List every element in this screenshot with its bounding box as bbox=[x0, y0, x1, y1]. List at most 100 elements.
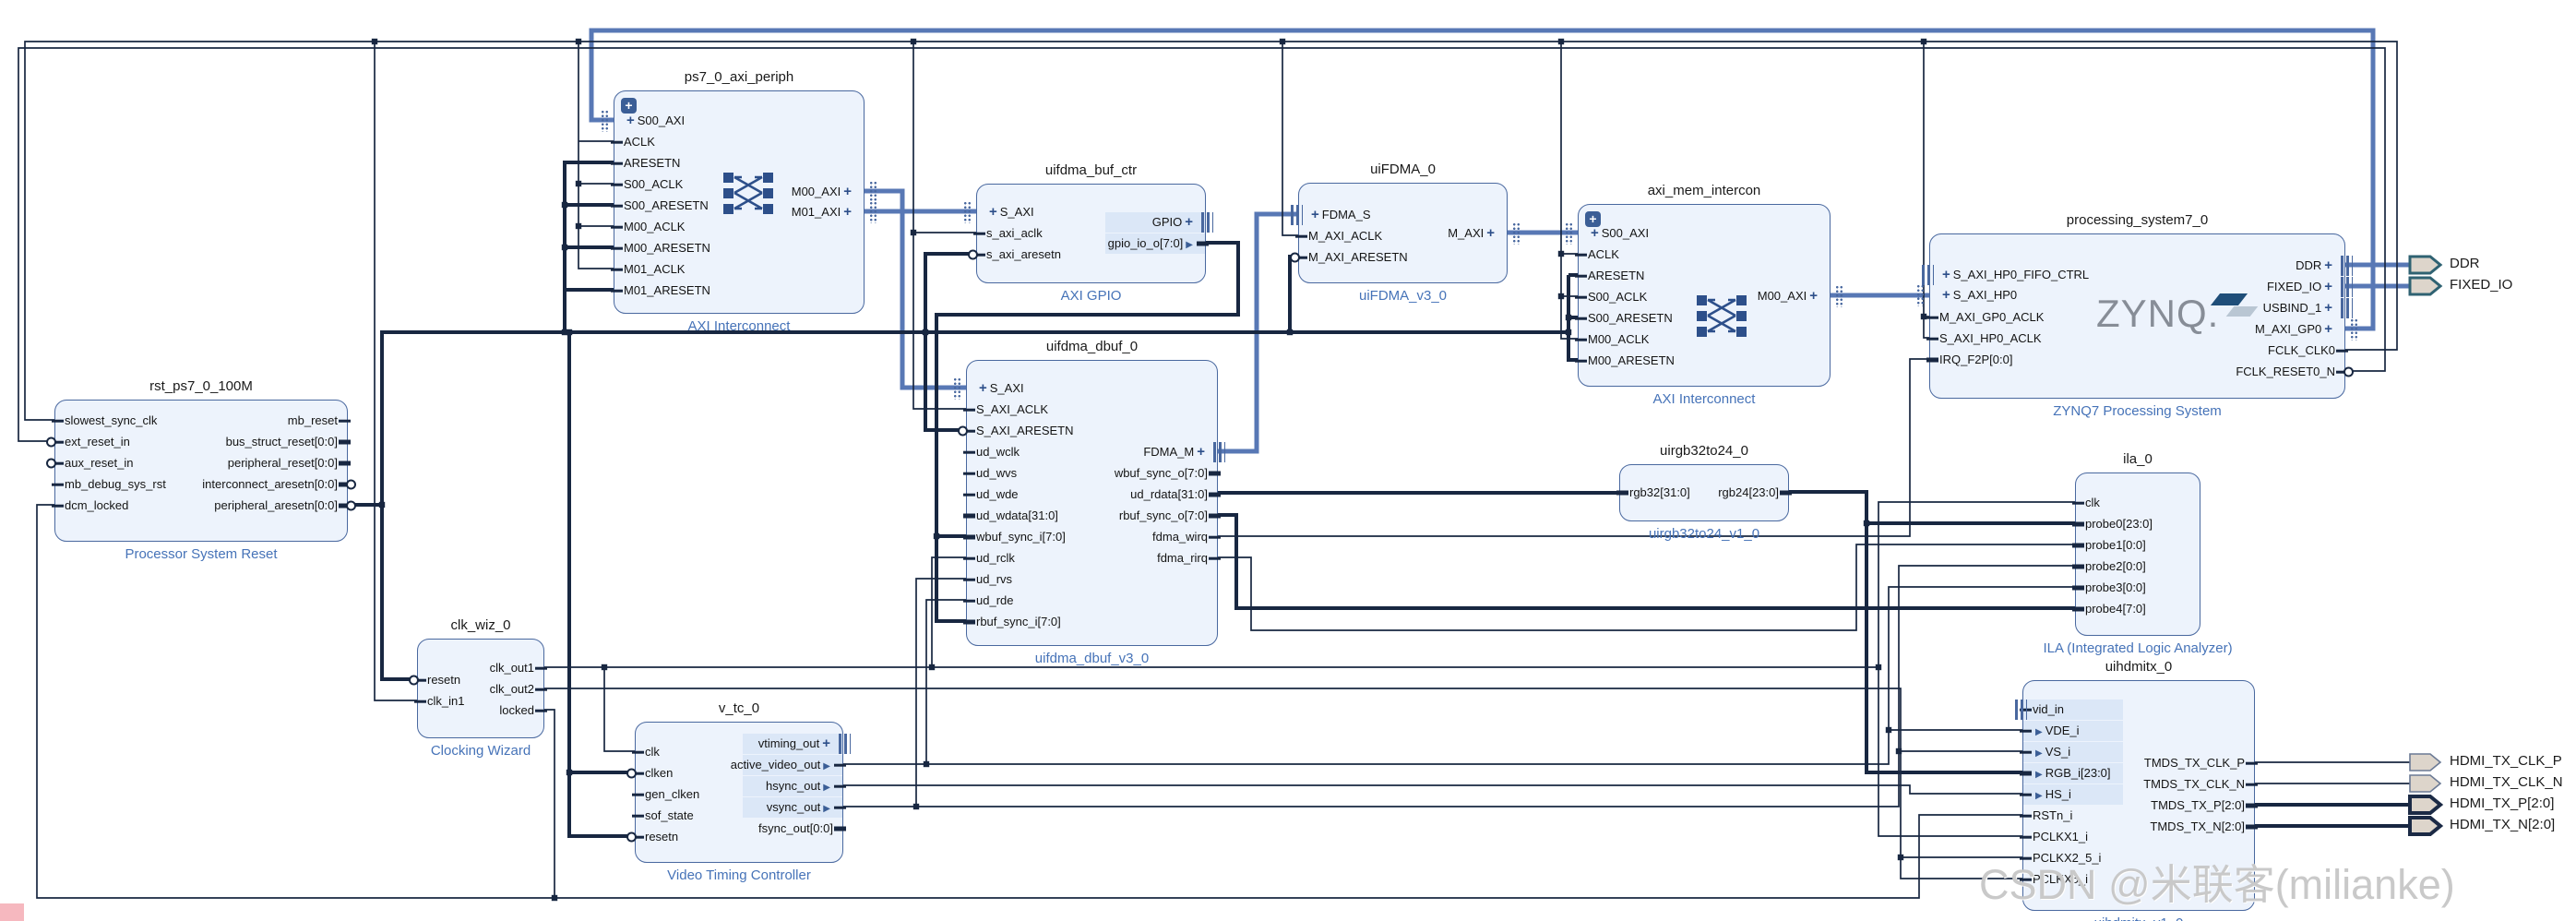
port-v_tc_0-vsync_out[interactable]: vsync_out▶ bbox=[767, 799, 846, 816]
wire-M_AXI_GP0_to_S00_AXI[interactable] bbox=[589, 28, 2376, 331]
wire-clk_out1_pclkx1[interactable] bbox=[1878, 667, 2022, 837]
port-ps7_0_axi_periph-S00_ARESETN[interactable]: S00_ARESETN bbox=[611, 197, 709, 214]
wire-FCLK_intercon_riser[interactable] bbox=[1560, 42, 1578, 340]
port-uifdma_dbuf_0-ud_wdata_31_0_[interactable]: ud_wdata[31:0] bbox=[963, 508, 1058, 524]
port-processing_system7_0-S_AXI_HP0_FIFO_CTRL[interactable]: +S_AXI_HP0_FIFO_CTRL bbox=[1922, 265, 2089, 285]
wire-FCLK_periph_riser[interactable] bbox=[578, 42, 614, 269]
port-uifdma_dbuf_0-S_AXI[interactable]: +S_AXI bbox=[953, 377, 1024, 400]
port-uihdmitx_0-TMDS_TX_P_2_0_[interactable]: TMDS_TX_P[2:0] bbox=[2151, 797, 2258, 814]
port-rst_ps7_0_100M-ext_reset_in[interactable]: ext_reset_in bbox=[46, 434, 130, 450]
port-uihdmitx_0-TMDS_TX_CLK_P[interactable]: TMDS_TX_CLK_P bbox=[2144, 755, 2258, 771]
port-rst_ps7_0_100M-peripheral_aresetn_0_0_[interactable]: peripheral_aresetn[0:0] bbox=[214, 497, 356, 514]
port-uihdmitx_0-TMDS_TX_N_2_0_[interactable]: TMDS_TX_N[2:0] bbox=[2150, 819, 2258, 835]
port-rst_ps7_0_100M-mb_debug_sys_rst[interactable]: mb_debug_sys_rst bbox=[52, 476, 166, 493]
port-uiFDMA_0-M_AXI_ACLK[interactable]: M_AXI_ACLK bbox=[1295, 228, 1382, 245]
wire-FCLK_RESET0_N[interactable] bbox=[18, 47, 2386, 442]
port-processing_system7_0-FIXED_IO[interactable]: FIXED_IO+ bbox=[2267, 277, 2353, 297]
port-processing_system7_0-DDR[interactable]: DDR+ bbox=[2296, 256, 2353, 276]
port-uifdma_dbuf_0-S_AXI_ACLK[interactable]: S_AXI_ACLK bbox=[963, 401, 1048, 418]
port-uifdma_dbuf_0-ud_rclk[interactable]: ud_rclk bbox=[963, 550, 1015, 567]
port-rst_ps7_0_100M-mb_reset[interactable]: mb_reset bbox=[288, 413, 351, 429]
port-uihdmitx_0-RGB_i_23_0_[interactable]: ▶RGB_i[23:0] bbox=[2020, 765, 2111, 782]
port-uihdmitx_0-PCLKX2_5_i[interactable]: PCLKX2_5_i bbox=[2020, 850, 2101, 867]
port-clk_wiz_0-locked[interactable]: locked bbox=[499, 702, 547, 719]
port-ps7_0_axi_periph-M01_ARESETN[interactable]: M01_ARESETN bbox=[611, 282, 710, 299]
port-uiFDMA_0-FDMA_S[interactable]: +FDMA_S bbox=[1291, 205, 1371, 225]
port-uihdmitx_0-vid_in[interactable]: vid_in bbox=[2015, 700, 2064, 720]
port-uifdma_dbuf_0-ud_wclk[interactable]: ud_wclk bbox=[963, 444, 1020, 460]
wire-gpio_sync_a[interactable] bbox=[935, 241, 1240, 538]
wire-FCLK_gpio_dbuf_riser[interactable] bbox=[912, 42, 966, 410]
port-processing_system7_0-USBIND_1[interactable]: USBIND_1+ bbox=[2263, 298, 2353, 318]
port-ps7_0_axi_periph-M00_ACLK[interactable]: M00_ACLK bbox=[611, 219, 685, 235]
port-axi_mem_intercon-ACLK[interactable]: ACLK bbox=[1575, 246, 1619, 263]
port-ps7_0_axi_periph-M00_ARESETN[interactable]: M00_ARESETN bbox=[611, 240, 710, 257]
port-processing_system7_0-S_AXI_HP0[interactable]: +S_AXI_HP0 bbox=[1916, 284, 2017, 306]
port-v_tc_0-gen_clken[interactable]: gen_clken bbox=[632, 786, 699, 803]
port-rst_ps7_0_100M-bus_struct_reset_0_0_[interactable]: bus_struct_reset[0:0] bbox=[226, 434, 351, 450]
port-uifdma_dbuf_0-ud_wvs[interactable]: ud_wvs bbox=[963, 465, 1017, 482]
port-clk_wiz_0-clk_out1[interactable]: clk_out1 bbox=[490, 660, 547, 676]
port-rst_ps7_0_100M-peripheral_reset_0_0_[interactable]: peripheral_reset[0:0] bbox=[228, 455, 351, 472]
port-ps7_0_axi_periph-M01_AXI[interactable]: M01_AXI+ bbox=[792, 201, 877, 223]
port-uifdma_buf_ctr-S_AXI[interactable]: +S_AXI bbox=[963, 201, 1034, 223]
port-axi_mem_intercon-S00_ARESETN[interactable]: S00_ARESETN bbox=[1575, 310, 1673, 327]
port-uifdma_dbuf_0-ud_rdata_31_0_[interactable]: ud_rdata[31:0] bbox=[1130, 486, 1221, 503]
port-v_tc_0-vtiming_out[interactable]: vtiming_out+ bbox=[758, 734, 851, 754]
port-processing_system7_0-M_AXI_GP0[interactable]: M_AXI_GP0+ bbox=[2255, 318, 2358, 341]
port-uirgb32to24_0-rgb32_31_0_[interactable]: rgb32[31:0] bbox=[1616, 484, 1690, 501]
wire-fdma_wirq_irq[interactable] bbox=[1216, 358, 1929, 537]
port-ila_0-probe2_0_0_[interactable]: probe2[0:0] bbox=[2072, 558, 2146, 575]
port-uifdma_dbuf_0-fdma_wirq[interactable]: fdma_wirq bbox=[1152, 529, 1221, 545]
port-uifdma_buf_ctr-s_axi_aresetn[interactable]: s_axi_aresetn bbox=[968, 246, 1061, 263]
port-uihdmitx_0-RSTn_i[interactable]: RSTn_i bbox=[2020, 807, 2072, 824]
wire-aresetn_periph_riser[interactable] bbox=[563, 161, 614, 332]
external-port-DDR[interactable] bbox=[2408, 255, 2443, 275]
port-uifdma_dbuf_0-wbuf_sync_o_7_0_[interactable]: wbuf_sync_o[7:0] bbox=[1115, 465, 1221, 482]
port-axi_mem_intercon-M00_AXI[interactable]: M00_AXI+ bbox=[1758, 285, 1843, 307]
wire-active_udrde[interactable] bbox=[925, 599, 966, 764]
port-axi_mem_intercon-M00_ACLK[interactable]: M00_ACLK bbox=[1575, 331, 1649, 348]
port-axi_mem_intercon-S00_ACLK[interactable]: S00_ACLK bbox=[1575, 289, 1647, 305]
port-ps7_0_axi_periph-S00_AXI[interactable]: +S00_AXI bbox=[601, 110, 685, 132]
port-uihdmitx_0-TMDS_TX_CLK_N[interactable]: TMDS_TX_CLK_N bbox=[2143, 776, 2258, 793]
wire-rbuf_sync_probe4[interactable] bbox=[1216, 513, 2075, 610]
wire-gpio_sync_b[interactable] bbox=[935, 536, 966, 623]
wire-FCLK_fdma_aclk[interactable] bbox=[1282, 42, 1298, 236]
port-uifdma_dbuf_0-S_AXI_ARESETN[interactable]: S_AXI_ARESETN bbox=[958, 423, 1074, 439]
port-ps7_0_axi_periph-ARESETN[interactable]: ARESETN bbox=[611, 155, 680, 172]
external-port-FIXED_IO[interactable] bbox=[2408, 276, 2443, 296]
port-rst_ps7_0_100M-slowest_sync_clk[interactable]: slowest_sync_clk bbox=[52, 413, 157, 429]
port-v_tc_0-fsync_out_0_0_[interactable]: fsync_out[0:0] bbox=[758, 820, 846, 837]
wire-fdma_rirq_probe1[interactable] bbox=[1216, 544, 2075, 631]
port-processing_system7_0-S_AXI_HP0_ACLK[interactable]: S_AXI_HP0_ACLK bbox=[1926, 330, 2042, 347]
expand-icon[interactable]: + bbox=[621, 98, 637, 114]
port-ps7_0_axi_periph-M00_AXI[interactable]: M00_AXI+ bbox=[792, 181, 877, 203]
port-rst_ps7_0_100M-dcm_locked[interactable]: dcm_locked bbox=[52, 497, 128, 514]
port-clk_wiz_0-clk_in1[interactable]: clk_in1 bbox=[414, 693, 464, 710]
port-ila_0-probe4_7_0_[interactable]: probe4[7:0] bbox=[2072, 601, 2146, 617]
wire-hsync_net[interactable] bbox=[841, 784, 2022, 795]
port-v_tc_0-resetn[interactable]: resetn bbox=[626, 829, 678, 845]
port-uihdmitx_0-PCLKX5_i[interactable]: PCLKX5_i bbox=[2020, 871, 2088, 888]
port-axi_mem_intercon-M00_ARESETN[interactable]: M00_ARESETN bbox=[1575, 353, 1675, 369]
port-ila_0-probe0_23_0_[interactable]: probe0[23:0] bbox=[2072, 516, 2153, 532]
wire-rgb24_net[interactable] bbox=[1787, 490, 2022, 774]
port-ila_0-probe1_0_0_[interactable]: probe1[0:0] bbox=[2072, 537, 2146, 554]
port-rst_ps7_0_100M-aux_reset_in[interactable]: aux_reset_in bbox=[46, 455, 133, 472]
port-uifdma_dbuf_0-ud_rvs[interactable]: ud_rvs bbox=[963, 571, 1012, 588]
port-ps7_0_axi_periph-M01_ACLK[interactable]: M01_ACLK bbox=[611, 261, 685, 278]
wire-locked_rstn[interactable] bbox=[543, 709, 2022, 899]
external-port-HDMI_TX_CLK_P[interactable] bbox=[2409, 753, 2442, 771]
wire-vsync_net[interactable] bbox=[841, 565, 2075, 807]
